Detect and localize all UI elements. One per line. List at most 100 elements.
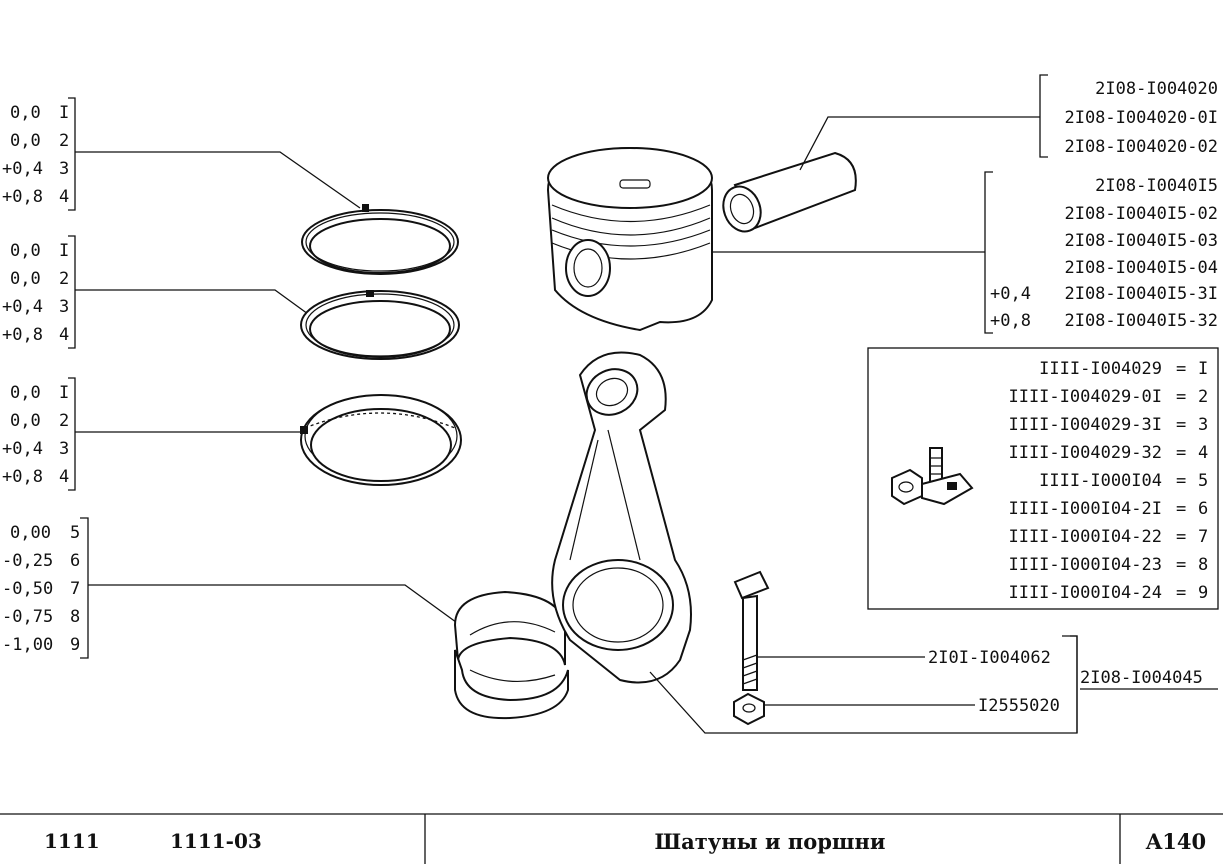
ring-top-size-4: +0,8 — [2, 187, 43, 207]
ring-top-size-2: 0,0 — [10, 131, 41, 151]
svg-text:=: = — [1176, 387, 1186, 407]
piston-oversize-1: +0,4 — [990, 284, 1031, 304]
svg-text:=: = — [1176, 415, 1186, 435]
bearing-code-3: 7 — [70, 579, 80, 599]
bearing-size-3: -0,50 — [2, 579, 53, 599]
kit-code-1: I — [1198, 359, 1208, 379]
kit-code-2: 2 — [1198, 387, 1208, 407]
svg-text:=: = — [1176, 583, 1186, 603]
piston-number-5: 2I08-I0040I5-3I — [1064, 284, 1218, 304]
kit-code-8: 8 — [1198, 555, 1208, 575]
ring-top-size-1: 0,0 — [10, 103, 41, 123]
piston — [546, 146, 985, 332]
kit-number-8: IIII-I000I04-23 — [1008, 555, 1162, 575]
kit-number-9: IIII-I000I04-24 — [1008, 583, 1162, 603]
ring-middle-code-2: 2 — [59, 269, 69, 289]
svg-text:=: = — [1176, 471, 1186, 491]
oil-scraper-ring — [300, 394, 462, 486]
rod-hardware-numbers: 2I0I-I004062 I2555020 2I08-I004045 — [928, 635, 1218, 733]
ring-middle-size-4: +0,8 — [2, 325, 43, 345]
bearing-shells — [453, 590, 569, 720]
ring-oil-size-2: 0,0 — [10, 411, 41, 431]
ring-middle-size-2: 0,0 — [10, 269, 41, 289]
ring-middle-code-4: 4 — [59, 325, 69, 345]
kit-code-9: 9 — [1198, 583, 1208, 603]
bearing-shell-table: 0,00 5 -0,25 6 -0,50 7 -0,75 8 -1,00 9 — [2, 517, 89, 659]
piston-pin-number-2: 2I08-I004020-0I — [1064, 108, 1218, 128]
ring-oil-size-1: 0,0 — [10, 383, 41, 403]
connecting-rod-number: 2I08-I004045 — [1080, 668, 1203, 688]
nut-number: I2555020 — [978, 696, 1060, 716]
footer-page-code: A140 — [1145, 829, 1206, 854]
kit-code-5: 5 — [1198, 471, 1208, 491]
bearing-size-5: -1,00 — [2, 635, 53, 655]
kit-code-6: 6 — [1198, 499, 1208, 519]
ring-top-code-4: 4 — [59, 187, 69, 207]
svg-text:=: = — [1176, 443, 1186, 463]
bolt-nut-kit-table: IIII-I004029 = I IIII-I004029-0I = 2 III… — [867, 347, 1219, 610]
piston-numbers: 2I08-I0040I5 2I08-I0040I5-02 2I08-I0040I… — [984, 171, 1218, 334]
kit-number-2: IIII-I004029-0I — [1008, 387, 1162, 407]
piston-number-4: 2I08-I0040I5-04 — [1064, 258, 1218, 278]
svg-text:=: = — [1176, 359, 1186, 379]
connecting-rod — [551, 351, 1078, 734]
ring-table-oil: 0,0 I 0,0 2 +0,4 3 +0,8 4 — [2, 377, 76, 491]
kit-number-6: IIII-I000I04-2I — [1008, 499, 1162, 519]
kit-code-7: 7 — [1198, 527, 1208, 547]
piston-pin — [722, 116, 1040, 233]
ring-table-middle: 0,0 I 0,0 2 +0,4 3 +0,8 4 — [2, 235, 76, 349]
bearing-code-1: 5 — [70, 523, 80, 543]
footer-title-block: 1111 1111-03 Шатуны и поршни A140 — [0, 813, 1223, 864]
ring-top-code-1: I — [59, 103, 69, 123]
ring-oil-code-3: 3 — [59, 439, 69, 459]
ring-middle-size-3: +0,4 — [2, 297, 43, 317]
bearing-size-2: -0,25 — [2, 551, 53, 571]
bearing-size-4: -0,75 — [2, 607, 53, 627]
piston-number-6: 2I08-I0040I5-32 — [1064, 311, 1218, 331]
footer-model-variant: 1111-03 — [170, 829, 262, 853]
svg-text:=: = — [1176, 499, 1186, 519]
bearing-size-1: 0,00 — [10, 523, 51, 543]
compression-ring-top — [301, 204, 459, 275]
ring-oil-size-4: +0,8 — [2, 467, 43, 487]
piston-pin-numbers: 2I08-I004020 2I08-I004020-0I 2I08-I00402… — [1039, 74, 1218, 158]
ring-oil-code-4: 4 — [59, 467, 69, 487]
bearing-code-2: 6 — [70, 551, 80, 571]
ring-top-size-3: +0,4 — [2, 159, 43, 179]
ring-middle-code-3: 3 — [59, 297, 69, 317]
piston-pin-number-1: 2I08-I004020 — [1095, 79, 1218, 99]
svg-text:=: = — [1176, 527, 1186, 547]
ring-oil-code-2: 2 — [59, 411, 69, 431]
ring-top-code-3: 3 — [59, 159, 69, 179]
footer-model: 1111 — [44, 829, 100, 853]
kit-number-7: IIII-I000I04-22 — [1008, 527, 1162, 547]
ring-oil-code-1: I — [59, 383, 69, 403]
bearing-code-4: 8 — [70, 607, 80, 627]
kit-code-3: 3 — [1198, 415, 1208, 435]
piston-number-2: 2I08-I0040I5-02 — [1064, 204, 1218, 224]
kit-code-4: 4 — [1198, 443, 1208, 463]
rod-bolt — [733, 570, 925, 691]
ring-middle-code-1: I — [59, 241, 69, 261]
footer-title: Шатуны и поршни — [655, 829, 886, 854]
kit-number-3: IIII-I004029-3I — [1008, 415, 1162, 435]
ring-oil-size-3: +0,4 — [2, 439, 43, 459]
bolt-nut-kit-icon — [891, 447, 974, 506]
kit-number-1: IIII-I004029 — [1039, 359, 1162, 379]
ring-table-top: 0,0 I 0,0 2 +0,4 3 +0,8 4 — [2, 97, 76, 211]
piston-number-1: 2I08-I0040I5 — [1095, 176, 1218, 196]
ring-middle-size-1: 0,0 — [10, 241, 41, 261]
piston-pin-number-3: 2I08-I004020-02 — [1064, 137, 1218, 157]
kit-number-5: IIII-I000I04 — [1039, 471, 1162, 491]
bolt-number: 2I0I-I004062 — [928, 648, 1051, 668]
compression-ring-middle — [300, 290, 460, 360]
svg-text:=: = — [1176, 555, 1186, 575]
ring-top-code-2: 2 — [59, 131, 69, 151]
bearing-code-5: 9 — [70, 635, 80, 655]
piston-oversize-2: +0,8 — [990, 311, 1031, 331]
kit-number-4: IIII-I004029-32 — [1008, 443, 1162, 463]
piston-number-3: 2I08-I0040I5-03 — [1064, 231, 1218, 251]
rod-nut — [733, 692, 975, 726]
